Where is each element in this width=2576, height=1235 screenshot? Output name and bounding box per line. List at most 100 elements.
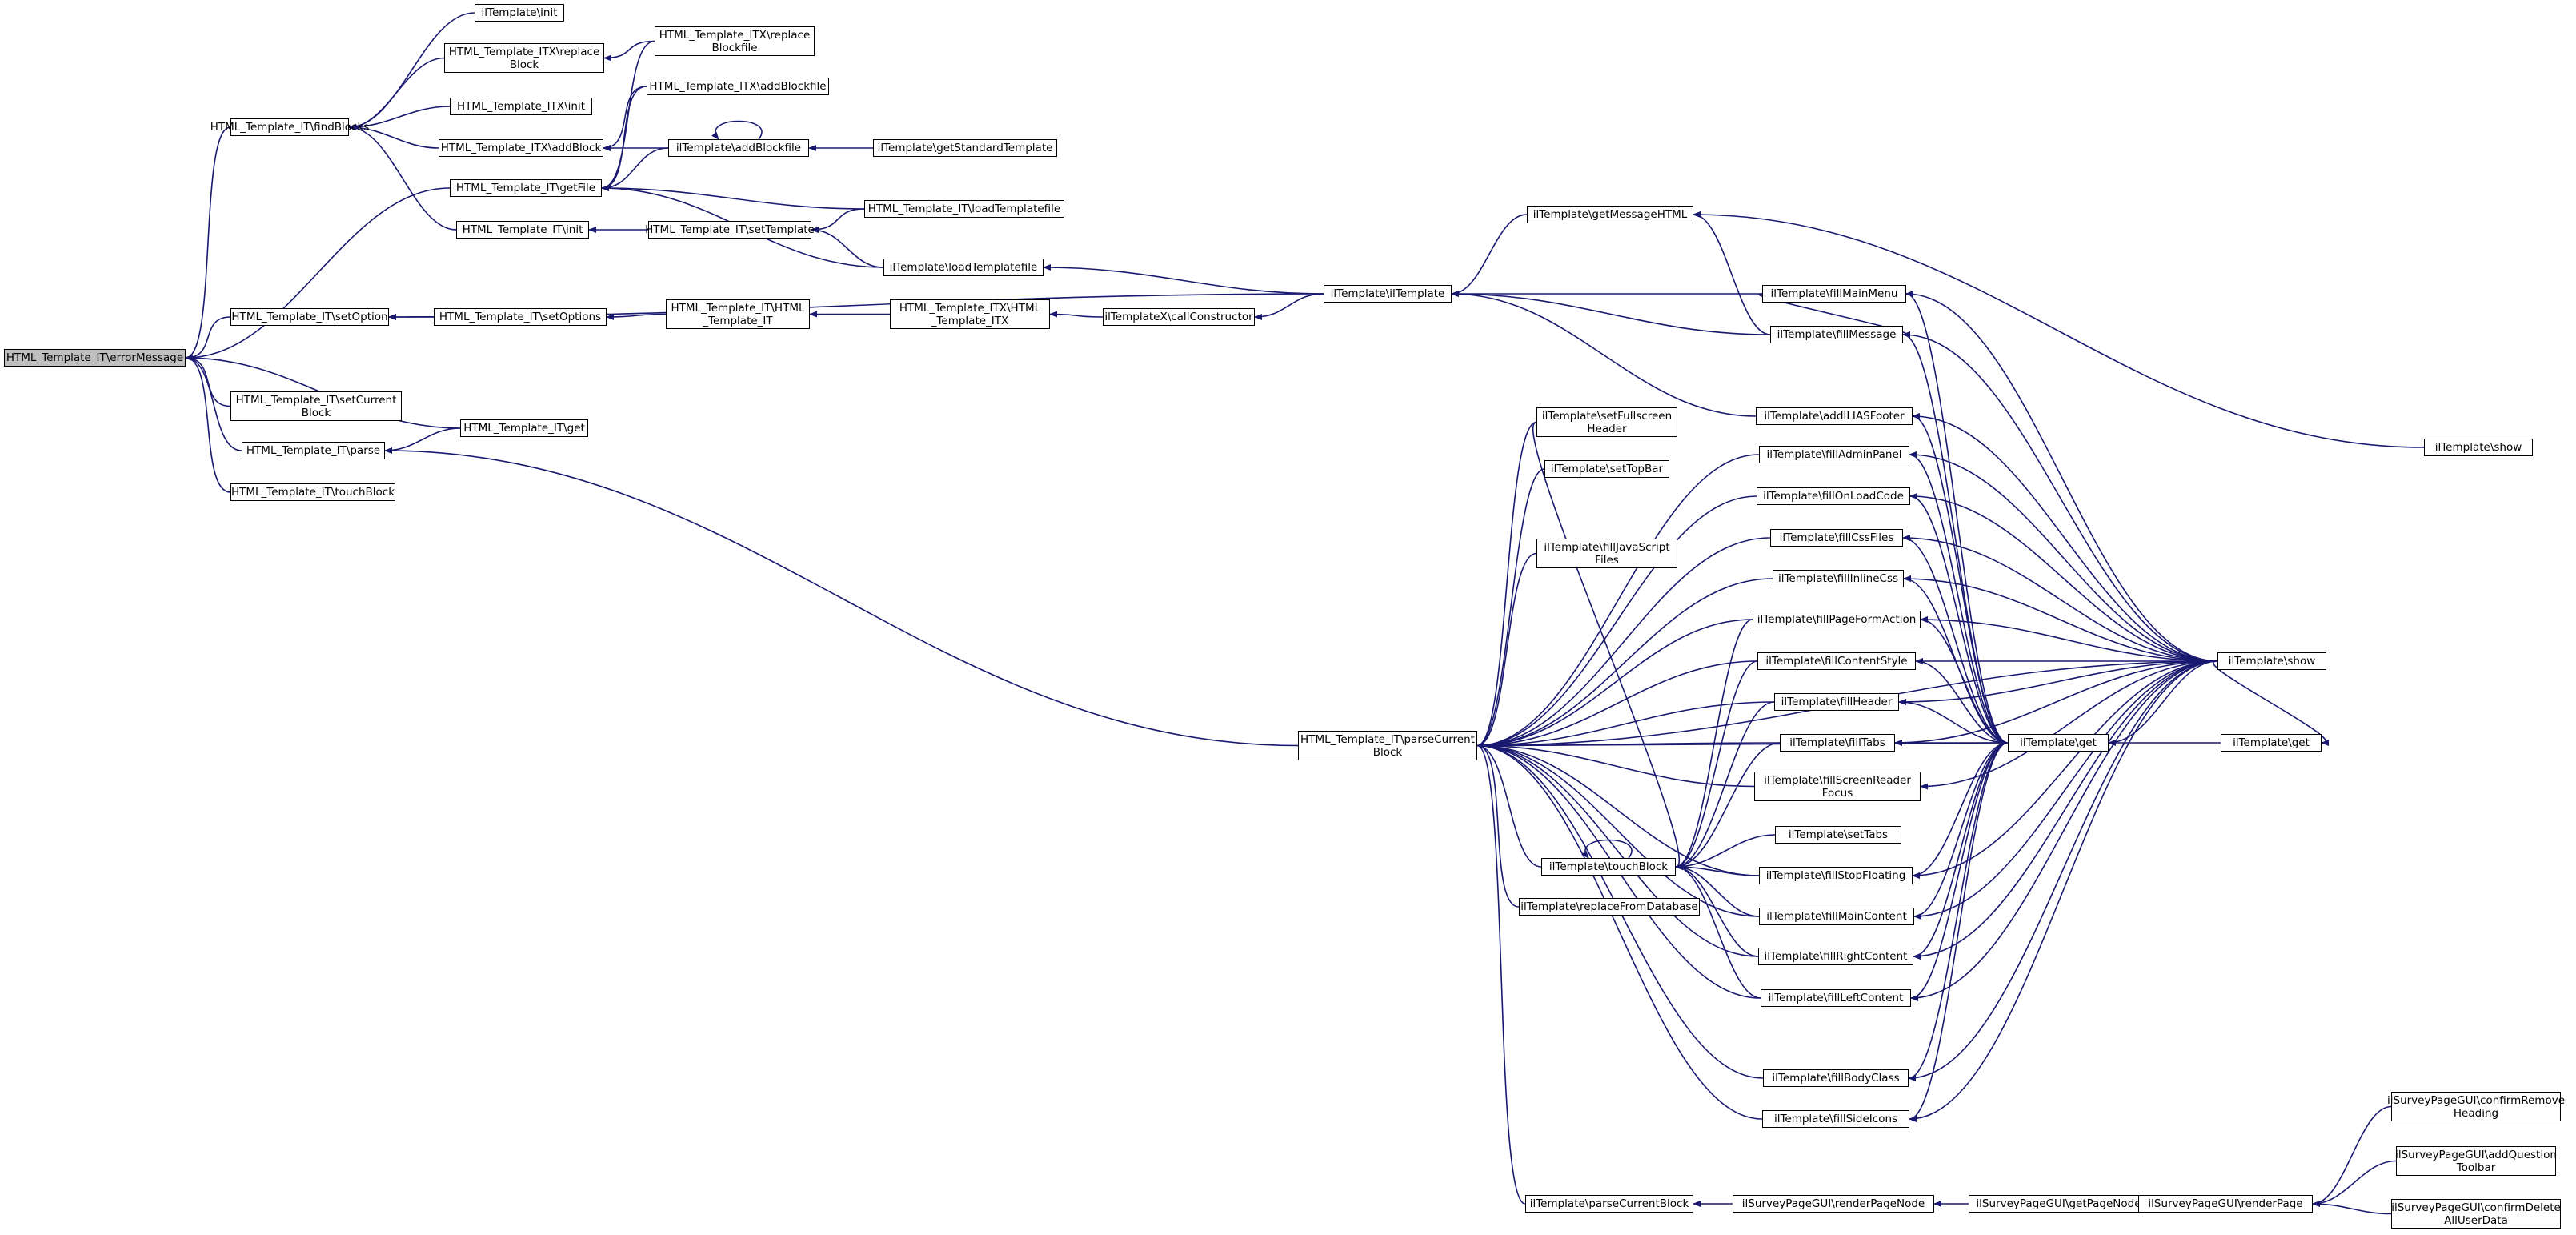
node-cdu[interactable]: ilSurveyPageGUI\confirmDelete AllUserDat… [2391,1199,2561,1229]
edge-pcb-to-pa [384,447,1299,747]
edge-ilget-to-flc [1910,742,2009,1001]
node-pa[interactable]: HTML_Template_IT\parse [242,442,385,459]
node-gmh[interactable]: ilTemplate\getMessageHTML [1527,206,1693,223]
node-crh[interactable]: ilSurveyPageGUI\confirmRemove Heading [2387,1092,2565,1121]
node-ft[interactable]: HTML_Template_IT\findBlocks [210,118,369,136]
node-itxrb[interactable]: HTML_Template_ITX\replace Block [444,43,604,73]
node-itsos[interactable]: HTML_Template_IT\setOptions [434,308,607,326]
edge-fh-to-pcb [1476,701,1775,749]
edge-rfd-to-pcb [1476,742,1520,908]
node-fic[interactable]: ilTemplate\fillInlineCss [1773,570,1904,587]
edge-show-to-fap [1909,451,2218,662]
edge-show2-to-gmh [1693,211,2425,448]
edge-alf-to-iltpl [1451,291,1757,417]
node-flc[interactable]: ilTemplate\fillLeftContent [1761,989,1911,1007]
edge-ilabf-to-ilabf [711,120,763,140]
edge-show-to-ilget2 [2213,660,2330,746]
edge-ilget-to-fmm [1905,291,2009,744]
edge-ilabf-to-gf [601,147,669,191]
edge-fsf-to-pcb [1476,742,1760,876]
node-fh[interactable]: ilTemplate\fillHeader [1774,693,1899,711]
node-itxab[interactable]: HTML_Template_ITX\addBlock [439,139,603,157]
node-ilget2[interactable]: ilTemplate\get [2221,734,2322,752]
node-itget[interactable]: HTML_Template_IT\get [460,419,588,437]
node-rp[interactable]: ilSurveyPageGUI\renderPage [2138,1195,2313,1213]
node-rpn[interactable]: ilSurveyPageGUI\renderPageNode [1733,1195,1934,1213]
node-fmc[interactable]: ilTemplate\fillMainContent [1759,908,1914,925]
edge-fsf-to-tbl [1675,864,1760,876]
node-itxhtml[interactable]: HTML_Template_ITX\HTML _Template_ITX [890,299,1050,329]
node-sfh[interactable]: ilTemplate\setFullscreen Header [1536,407,1677,437]
node-sett[interactable]: ilTemplate\setTabs [1775,826,1901,844]
edge-sfh-to-pcb [1476,421,1537,749]
edge-fap-to-pcb [1476,454,1760,749]
node-itltf[interactable]: HTML_Template_IT\loadTemplatefile [864,200,1064,218]
edge-show-to-alf [1912,413,2218,662]
node-frc[interactable]: ilTemplate\fillRightContent [1758,948,1913,965]
node-gpn[interactable]: ilSurveyPageGUI\getPageNodes [1969,1195,2154,1213]
edge-ilget-to-fcss [1902,535,2009,744]
node-illtf[interactable]: ilTemplate\loadTemplatefile [883,259,1044,276]
edge-frc-to-pcb [1476,742,1759,957]
node-so[interactable]: HTML_Template_IT\setOption [230,308,389,326]
edge-ilpcb-to-pcb [1476,742,1526,1205]
node-itxrbf[interactable]: HTML_Template_ITX\replace Blockfile [655,26,815,56]
edge-show-to-folc [1909,493,2218,662]
edge-fmsg-to-gmh [1693,211,1771,335]
node-tb0[interactable]: HTML_Template_IT\touchBlock [230,483,395,501]
node-ftabs[interactable]: ilTemplate\fillTabs [1780,734,1895,752]
edge-ilget-to-fsi [1909,742,2009,1122]
edge-ilget-to-fbc [1908,742,2009,1081]
node-fcs[interactable]: ilTemplate\fillContentStyle [1757,652,1916,670]
edge-fsi-to-pcb [1476,742,1763,1120]
node-itxabf[interactable]: HTML_Template_ITX\addBlockfile [647,78,829,95]
edge-sfh-to-tbl [1532,421,1684,870]
node-fap[interactable]: ilTemplate\fillAdminPanel [1759,446,1909,463]
node-itinit[interactable]: HTML_Template_IT\init [456,221,589,239]
edge-ilget-to-fap [1909,451,2009,744]
node-alf[interactable]: ilTemplate\addILIASFooter [1756,407,1913,425]
edge-ilget-to-frc [1913,742,2009,960]
edge-gf-to-e0 [185,187,451,361]
node-stb[interactable]: ilTemplate\setTopBar [1544,460,1669,478]
node-ilget[interactable]: ilTemplate\get [2008,734,2109,752]
edge-cdu-to-rp [2312,1201,2392,1215]
edge-show-to-fh [1898,660,2218,705]
edge-iltpl-to-illtf [1043,264,1324,295]
node-ilabf[interactable]: ilTemplate\addBlockfile [668,139,809,157]
node-fcss[interactable]: ilTemplate\fillCssFiles [1770,529,1903,547]
node-fpfa[interactable]: ilTemplate\fillPageFormAction [1753,611,1921,628]
edge-show-to-fic [1903,575,2218,662]
edge-show-to-flc [1910,660,2218,1001]
node-fmm[interactable]: ilTemplate\fillMainMenu [1762,285,1906,303]
node-cc[interactable]: ilTemplateX\callConstructor [1103,308,1255,326]
node-ilinit[interactable]: ilTemplate\init [475,4,564,22]
edge-itxrbf-to-itxrb [603,40,655,62]
node-gst[interactable]: ilTemplate\getStandardTemplate [873,139,1057,157]
node-show2[interactable]: ilTemplate\show [2424,439,2533,456]
node-fsi[interactable]: ilTemplate\fillSideIcons [1762,1110,1909,1128]
node-fsf[interactable]: ilTemplate\fillStopFloating [1759,867,1913,884]
node-iltpl[interactable]: ilTemplate\ilTemplate [1324,285,1452,303]
node-folc[interactable]: ilTemplate\fillOnLoadCode [1757,487,1910,505]
node-itxinit[interactable]: HTML_Template_ITX\init [450,98,592,115]
node-scb[interactable]: HTML_Template_IT\setCurrent Block [230,391,402,421]
node-ithtml[interactable]: HTML_Template_IT\HTML _Template_IT [666,299,810,329]
node-aqt[interactable]: ilSurveyPageGUI\addQuestion Toolbar [2395,1146,2557,1176]
node-fjs[interactable]: ilTemplate\fillJavaScript Files [1536,539,1677,568]
node-fmsg[interactable]: ilTemplate\fillMessage [1770,326,1903,343]
node-gf[interactable]: HTML_Template_IT\getFile [450,179,602,197]
edge-scb-to-e0 [185,355,231,407]
node-pcb[interactable]: HTML_Template_IT\parseCurrent Block [1298,731,1477,760]
node-itst[interactable]: HTML_Template_IT\setTemplate [645,221,815,239]
node-show[interactable]: ilTemplate\show [2217,652,2326,670]
node-e0[interactable]: HTML_Template_IT\errorMessage [4,349,186,367]
node-fsrf[interactable]: ilTemplate\fillScreenReader Focus [1754,772,1921,801]
node-tbl[interactable]: ilTemplate\touchBlock [1541,858,1676,876]
node-rfd[interactable]: ilTemplate\replaceFromDatabase [1519,898,1700,916]
node-fbc[interactable]: ilTemplate\fillBodyClass [1763,1069,1909,1087]
edge-show-to-fmm [1905,291,2218,662]
node-ilpcb[interactable]: ilTemplate\parseCurrentBlock [1525,1195,1693,1213]
edge-tb0-to-e0 [185,355,231,493]
edge-fh-to-tbl [1675,701,1775,870]
